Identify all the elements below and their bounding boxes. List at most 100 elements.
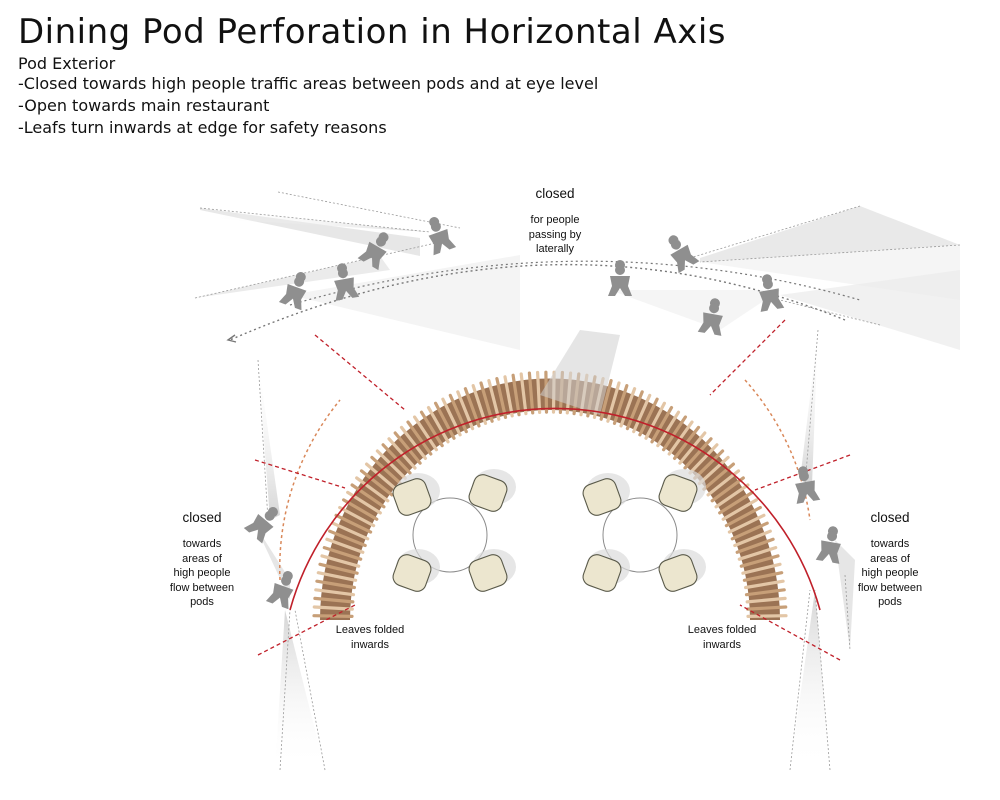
shell-rib — [495, 377, 508, 419]
shell-rib — [338, 505, 376, 528]
shell-rib — [710, 476, 745, 503]
shell-rib — [735, 537, 775, 554]
shell-rib — [727, 513, 766, 534]
annotation-left: closed towards areas of high people flow… — [152, 510, 252, 610]
chair — [658, 474, 698, 512]
person-figure — [334, 263, 360, 301]
annotation-line: for people — [530, 214, 580, 226]
view-cones — [194, 191, 961, 771]
shell-rib — [612, 384, 629, 425]
leaves-label-left: Leaves folded inwards — [320, 623, 420, 652]
shell-rib — [313, 596, 355, 604]
shell-rib — [535, 370, 542, 414]
annotation-line: areas of — [870, 552, 910, 565]
annotation-line: pods — [878, 596, 902, 608]
shell-rib — [730, 521, 769, 541]
shell-highlight — [540, 330, 620, 415]
person-figure — [357, 232, 389, 271]
annotation-top: closed for people passing by laterally — [505, 186, 605, 257]
shell-rib — [370, 455, 403, 486]
annotation-right: closed towards areas of high people flow… — [840, 510, 940, 610]
shell-band — [320, 378, 780, 620]
shell-rib — [661, 415, 688, 452]
annotation-heading: closed — [182, 510, 222, 525]
shell-rib — [683, 437, 713, 470]
chair — [658, 554, 698, 592]
shell-rib — [334, 513, 373, 534]
leaves-line: inwards — [351, 638, 389, 651]
subtitle: Pod Exterior — [18, 54, 116, 73]
shell-rib — [426, 406, 450, 444]
shell-rib — [678, 431, 707, 465]
shell-rib — [745, 596, 787, 604]
shell-rib — [316, 571, 358, 582]
shell-rib — [387, 437, 417, 470]
annotation-line: towards — [870, 538, 910, 550]
shell-rib — [359, 469, 394, 497]
shell-rib — [479, 381, 494, 423]
annotation-heading: closed — [535, 186, 575, 201]
bullet-item: -Closed towards high people traffic area… — [18, 74, 599, 93]
shell-rib — [743, 579, 785, 590]
shell-rib — [375, 449, 407, 480]
shell-rib — [746, 605, 788, 611]
annotation-line: high people — [861, 567, 919, 579]
shell-rib — [312, 605, 354, 611]
shell-rib — [702, 462, 736, 491]
shell-rib — [632, 393, 652, 434]
shell-rib — [399, 425, 427, 460]
shell-rib — [742, 571, 784, 582]
shell-rib — [441, 397, 462, 437]
shell-rib — [619, 387, 637, 428]
annotation-line: pods — [190, 596, 214, 608]
shell-rib — [318, 562, 359, 575]
shell-rib — [672, 425, 701, 460]
shell-rib — [688, 443, 719, 475]
shell-rib — [656, 410, 681, 448]
shell-rib — [625, 390, 644, 431]
shell-rib — [739, 554, 780, 568]
leaves-line: inwards — [703, 638, 741, 651]
shell-rib — [511, 373, 521, 417]
shell-rib — [413, 415, 438, 452]
shell-rib — [693, 449, 725, 480]
shell-rib — [350, 483, 386, 509]
annotation-line: high people — [173, 567, 231, 579]
shell-rib — [471, 384, 488, 425]
bullet-item: -Leafs turn inwards at edge for safety r… — [18, 118, 387, 137]
shell-rib — [393, 431, 422, 465]
shell-rib — [342, 498, 379, 521]
person-figure — [697, 298, 723, 336]
shell-rib — [606, 381, 621, 423]
annotation-line: flow between — [169, 581, 235, 594]
shell-rib — [448, 393, 468, 434]
people-figures — [243, 217, 841, 610]
page-title: Dining Pod Perforation in Horizontal Axi… — [18, 12, 727, 52]
shell-rib — [331, 521, 370, 541]
person-figure — [668, 235, 700, 274]
annotation-line: passing by — [528, 228, 582, 241]
chair — [468, 474, 508, 512]
person-figure — [265, 571, 294, 610]
shell-rib — [714, 483, 750, 509]
chair — [392, 554, 432, 592]
shell-rib — [644, 401, 667, 440]
shell-rib — [519, 372, 528, 416]
leaves-label-right: Leaves folded inwards — [672, 623, 772, 652]
shell-rib — [638, 397, 659, 437]
chair — [468, 554, 508, 592]
leaves-line: Leaves folded — [335, 624, 405, 636]
annotation-line: flow between — [857, 581, 923, 594]
shell-rib — [365, 462, 398, 491]
shell-rib — [650, 406, 674, 444]
shell-rib — [328, 529, 367, 548]
shell-rib — [434, 401, 456, 440]
shell-rib — [718, 490, 754, 515]
shell-rib — [737, 545, 778, 561]
shell-rib — [315, 579, 356, 590]
shell-rib — [320, 554, 361, 568]
annotation-line: areas of — [182, 552, 222, 565]
shell-rib — [733, 529, 772, 548]
chair — [582, 478, 622, 516]
shell-rib — [741, 562, 782, 575]
